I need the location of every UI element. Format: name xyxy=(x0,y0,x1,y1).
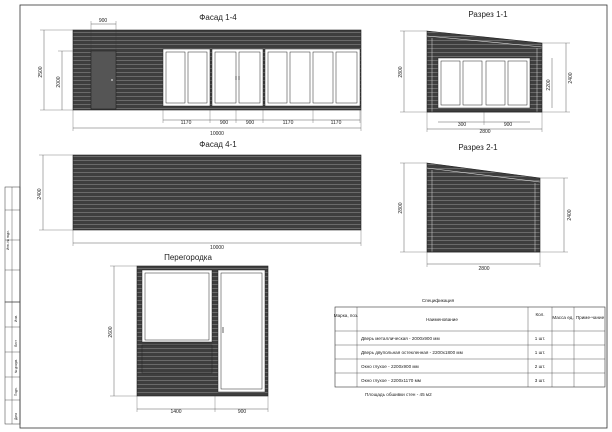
partition-drawing: Перегородка 2600 1400 900 xyxy=(108,253,269,415)
partition-dim-left-width: 1400 xyxy=(170,409,181,415)
section-1-1-dim-seg-1: 300 xyxy=(458,122,467,128)
section-2-1-wall xyxy=(426,162,541,253)
facade-1-4-dim-total: 10000 xyxy=(210,131,224,137)
spec-header-note: Приме-чание xyxy=(576,315,605,320)
side-stamp: Инв. № подл. Изм. Лист № докум. Подп. Да… xyxy=(4,186,21,425)
facade-4-1-dim-total: 10000 xyxy=(210,245,224,251)
facade-4-1-drawing: Фасад 4-1 2400 10000 xyxy=(37,140,362,251)
facade-1-4-dim-seg-2: 900 xyxy=(220,120,229,126)
facade-1-4-drawing: Фасад 1-4 900 2500 2000 xyxy=(38,13,362,137)
section-1-1-title: Разрез 1-1 xyxy=(468,10,508,19)
spec-title: Спецификация xyxy=(422,298,455,303)
facade-1-4-windows xyxy=(162,48,361,107)
stamp-label-2: № докум. xyxy=(14,359,18,373)
stamp-label-1: Лист xyxy=(14,340,18,347)
section-2-1-dim-width: 2800 xyxy=(478,266,489,272)
partition-title: Перегородка xyxy=(164,253,212,262)
section-1-1-dim-left-height: 2800 xyxy=(398,66,404,77)
partition-dim-right-width: 900 xyxy=(238,409,247,415)
section-1-1-windows xyxy=(437,57,531,109)
section-1-1-dim-seg-2: 900 xyxy=(504,122,513,128)
section-1-1-dim-width: 2800 xyxy=(479,129,490,135)
specification-table: Спецификация Марка, поз. Наименование Ко… xyxy=(334,298,606,397)
partition-dim-height: 2600 xyxy=(108,326,114,337)
facade-4-1-wall xyxy=(72,154,362,231)
stamp-label-4: Дата xyxy=(14,413,18,420)
spec-header-mark: Марка, поз. xyxy=(334,313,359,318)
spec-row-3-name: Окно глухое - 2200х1170 мм xyxy=(361,378,421,383)
facade-1-4-dim-seg-3: 900 xyxy=(246,120,255,126)
facade-4-1-title: Фасад 4-1 xyxy=(199,140,237,149)
section-2-1-drawing: Разрез 2-1 2800 2400 2800 xyxy=(398,143,573,272)
section-2-1-dim-right-height: 2400 xyxy=(567,209,573,220)
section-2-1-dim-left-height: 2800 xyxy=(398,202,404,213)
stamp-label-0: Изм. xyxy=(14,315,18,322)
spec-header-name: Наименование xyxy=(426,317,458,322)
facade-1-4-dim-seg-1: 1170 xyxy=(181,120,192,126)
facade-1-4-dim-seg-4: 1170 xyxy=(283,120,294,126)
facade-1-4-title: Фасад 1-4 xyxy=(199,13,237,22)
spec-row-3-qty: 3 шт. xyxy=(535,378,546,383)
section-1-1-dim-window-height: 2200 xyxy=(546,79,552,90)
spec-row-0-qty: 1 шт. xyxy=(535,336,546,341)
section-1-1-drawing: Разрез 1-1 2800 2400 2200 300 900 2800 xyxy=(398,10,574,135)
spec-header-mass: Масса ед. xyxy=(552,315,573,320)
spec-footnote: Площадь обшивки стен - 45 м2 xyxy=(365,392,432,397)
stamp-label-3: Подп. xyxy=(14,387,18,396)
spec-row-2-qty: 2 шт. xyxy=(535,364,546,369)
spec-row-1-name: Дверь двупольная остекленная - 2200х1800… xyxy=(361,350,463,355)
facade-1-4-dim-overall-height: 2500 xyxy=(38,66,44,77)
section-1-1-dim-right-height: 2400 xyxy=(568,72,574,83)
facade-1-4-dim-height: 2000 xyxy=(56,76,62,87)
facade-4-1-dim-height: 2400 xyxy=(37,188,43,199)
spec-header-qty: Кол. xyxy=(535,312,544,317)
facade-1-4-dim-door: 900 xyxy=(99,18,108,24)
spec-row-0-name: Дверь металлическая - 2000х900 мм xyxy=(361,336,440,341)
facade-1-4-dim-seg-5: 1170 xyxy=(331,120,342,126)
side-stamp-label: Инв. № подл. xyxy=(6,230,10,250)
spec-row-2-name: Окно глухое - 2200х900 мм xyxy=(361,364,419,369)
spec-row-1-qty: 1 шт. xyxy=(535,350,546,355)
section-2-1-title: Разрез 2-1 xyxy=(458,143,498,152)
